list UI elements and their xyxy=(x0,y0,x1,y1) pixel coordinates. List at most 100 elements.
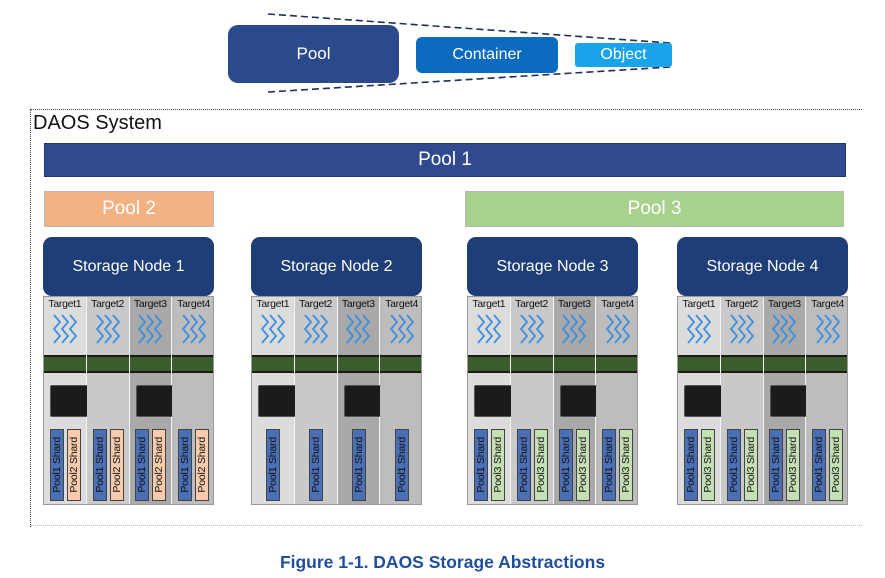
io-waves-icon xyxy=(338,313,380,349)
pool-shard: Pool2 Shard xyxy=(152,429,167,501)
io-waves-icon xyxy=(764,313,806,349)
shard-label: Pool1 Shard xyxy=(179,437,192,493)
target-label: Target1 xyxy=(682,298,716,310)
shard-label: Pool1 Shard xyxy=(395,437,408,493)
hierarchy-container-label: Container xyxy=(452,46,522,63)
memory-module-icon xyxy=(678,355,720,373)
daos-system-title: DAOS System xyxy=(33,112,162,134)
hierarchy-container-box: Container xyxy=(416,37,558,73)
shard-label: Pool1 Shard xyxy=(813,437,826,493)
memory-module-icon xyxy=(337,355,380,373)
shard-label: Pool1 Shard xyxy=(727,437,740,493)
target-shards: Pool1 Shard xyxy=(338,429,381,501)
daos-system-frame xyxy=(30,109,862,527)
target-label: Target4 xyxy=(601,298,635,310)
target-shards: Pool1 Shard Pool3 Shard xyxy=(554,429,597,501)
io-waves-icon xyxy=(806,313,847,349)
pool2-label: Pool 2 xyxy=(102,198,156,219)
pool-shard: Pool2 Shard xyxy=(109,429,124,501)
hierarchy-pool-box: Pool xyxy=(228,25,399,83)
pool-shard: Pool2 Shard xyxy=(66,429,81,501)
figure-caption: Figure 1-1. DAOS Storage Abstractions xyxy=(279,552,606,572)
pool-shard: Pool1 Shard xyxy=(516,429,531,501)
shard-label: Pool2 Shard xyxy=(110,437,123,493)
shard-label: Pool1 Shard xyxy=(136,437,149,493)
pool-shard: Pool1 Shard xyxy=(559,429,574,501)
hierarchy-object-box: Object xyxy=(575,43,672,67)
io-waves-icon xyxy=(252,313,294,349)
io-waves-icon xyxy=(172,313,213,349)
target-label: Target3 xyxy=(557,298,591,310)
shard-label: Pool3 Shard xyxy=(744,437,757,493)
memory-module-icon xyxy=(553,355,596,373)
shard-label: Pool1 Shard xyxy=(93,437,106,493)
storage-node-header: Storage Node 1 xyxy=(43,237,214,296)
io-waves-icon xyxy=(130,313,172,349)
target-label: Target2 xyxy=(515,298,549,310)
shard-label: Pool1 Shard xyxy=(770,437,783,493)
target-shards: Pool1 Shard xyxy=(295,429,338,501)
pool-shard: Pool3 Shard xyxy=(786,429,801,501)
pool-shard: Pool1 Shard xyxy=(473,429,488,501)
target-label: Target4 xyxy=(177,298,211,310)
target-shards: Pool1 Shard Pool3 Shard xyxy=(721,429,764,501)
shard-label: Pool3 Shard xyxy=(491,437,504,493)
memory-module-icon xyxy=(380,355,421,373)
pool-shard: Pool3 Shard xyxy=(490,429,505,501)
io-waves-icon xyxy=(721,313,763,349)
storage-node-label: Storage Node 2 xyxy=(280,257,393,275)
shard-label: Pool1 Shard xyxy=(474,437,487,493)
io-waves-icon xyxy=(511,313,553,349)
shard-label: Pool1 Shard xyxy=(560,437,573,493)
memory-module-icon xyxy=(252,355,294,373)
storage-node-label: Storage Node 3 xyxy=(496,257,609,275)
target-label: Target2 xyxy=(725,298,759,310)
target-label: Target4 xyxy=(811,298,845,310)
pool-shard: Pool1 Shard xyxy=(769,429,784,501)
storage-node-header: Storage Node 2 xyxy=(251,237,422,296)
pool-shard: Pool3 Shard xyxy=(576,429,591,501)
pool3-label: Pool 3 xyxy=(627,198,682,219)
pool-shard: Pool1 Shard xyxy=(683,429,698,501)
storage-node-header: Storage Node 3 xyxy=(467,237,638,296)
io-waves-icon xyxy=(678,313,720,349)
target-label: Target1 xyxy=(256,298,290,310)
io-waves-icon xyxy=(468,313,510,349)
memory-module-icon xyxy=(510,355,553,373)
shard-label: Pool1 Shard xyxy=(310,437,323,493)
io-waves-icon xyxy=(44,313,86,349)
shard-label: Pool3 Shard xyxy=(577,437,590,493)
shard-label: Pool3 Shard xyxy=(701,437,714,493)
hierarchy-taper-lines xyxy=(267,13,671,93)
memory-module-icon xyxy=(294,355,337,373)
pool-shard: Pool1 Shard xyxy=(602,429,617,501)
shard-label: Pool2 Shard xyxy=(67,437,80,493)
shard-label: Pool1 Shard xyxy=(50,437,63,493)
memory-module-icon xyxy=(596,355,637,373)
storage-node-header: Storage Node 4 xyxy=(677,237,848,296)
shard-label: Pool1 Shard xyxy=(603,437,616,493)
pool-shard: Pool1 Shard xyxy=(49,429,64,501)
io-waves-icon xyxy=(87,313,129,349)
storage-node-label: Storage Node 4 xyxy=(706,257,819,275)
target-label: Target2 xyxy=(299,298,333,310)
pool2-bar: Pool 2 xyxy=(44,191,214,227)
memory-module-icon xyxy=(86,355,129,373)
memory-module-icon xyxy=(172,355,213,373)
